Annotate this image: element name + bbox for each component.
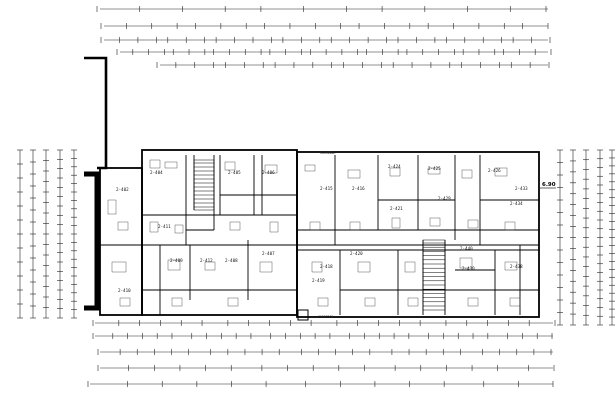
room-label: 2-409 — [170, 258, 183, 263]
fixture — [149, 159, 161, 169]
interior-walls — [100, 150, 539, 315]
fixture — [349, 221, 361, 231]
room-label: 2-438 — [510, 264, 523, 269]
room-labels: 2-402 2-404 2-405 2-406 2-407 2-408 2-409 2-410… — [116, 164, 528, 293]
room-label: 2-420 — [350, 251, 363, 256]
fixture — [429, 217, 441, 227]
room-label: 2-404 — [150, 170, 163, 175]
room-label: 2-424 — [388, 164, 401, 169]
room-label: 2-430 — [462, 266, 475, 271]
staircase-east — [422, 239, 446, 311]
fixture — [459, 257, 473, 269]
fixture — [119, 297, 131, 307]
fixture — [357, 261, 371, 273]
fixture — [304, 164, 316, 172]
left-dimension-lines — [17, 149, 77, 319]
fixture — [389, 167, 401, 177]
room-label: 2-407 — [262, 251, 275, 256]
room-label: 2-408 — [225, 258, 238, 263]
fixture — [317, 297, 329, 307]
fixture — [467, 219, 479, 229]
fixture — [204, 261, 216, 271]
right-dimension-lines — [557, 149, 615, 326]
fixture — [111, 261, 127, 273]
corridor-label-top: CORRIDOR — [320, 151, 335, 155]
fixture — [391, 217, 401, 229]
fixture — [171, 297, 183, 307]
fixture — [427, 167, 441, 175]
fixture — [347, 169, 361, 179]
fixture — [504, 261, 518, 271]
room-label: 2-434 — [510, 201, 523, 206]
fixture — [504, 221, 516, 231]
room-label: 2-402 — [116, 187, 129, 192]
fixture — [311, 261, 323, 273]
staircase-west — [193, 159, 215, 211]
room-label: 2-425 — [428, 166, 441, 171]
top-dimension-lines — [96, 6, 552, 68]
building-outline — [99, 149, 540, 321]
room-label: 2-411 — [158, 224, 171, 229]
room-label: 2-416 — [352, 186, 365, 191]
fixture — [149, 221, 159, 233]
fixture — [509, 297, 521, 307]
room-label: 2-421 — [390, 206, 403, 211]
room-label: 2-412 — [200, 258, 213, 263]
room-label: 2-419 — [312, 278, 325, 283]
fixture — [167, 259, 181, 271]
bottom-dimension-lines — [87, 320, 556, 387]
fixture — [117, 221, 129, 231]
fixture — [404, 261, 416, 273]
fixture — [174, 224, 184, 234]
fixture — [461, 169, 473, 179]
fixture — [364, 297, 376, 307]
fixture — [467, 297, 479, 307]
fixture — [224, 161, 236, 171]
corridor-label-bottom: CORRIDOR — [318, 315, 333, 319]
room-label: 2-433 — [515, 186, 528, 191]
room-label: 2-426 — [488, 168, 501, 173]
fixture — [309, 221, 321, 231]
room-label: 2-406 — [262, 170, 275, 175]
room-label: 2-415 — [320, 186, 333, 191]
fixture — [264, 164, 278, 174]
fixture — [227, 297, 239, 307]
fixture — [164, 161, 178, 169]
room-label: 2-418 — [320, 264, 333, 269]
fixtures — [107, 159, 521, 307]
room-label: 2-440 — [460, 246, 473, 251]
level-mark: 6.90 — [540, 182, 556, 189]
fixture — [229, 221, 241, 231]
fixture — [494, 167, 508, 177]
fixture — [407, 297, 419, 307]
fixture — [107, 199, 117, 215]
room-label: 2-429 — [438, 196, 451, 201]
fixture — [259, 261, 273, 273]
section-bracket — [84, 56, 108, 311]
level-mark-text: 6.90 — [542, 182, 556, 188]
room-label: 2-405 — [228, 170, 241, 175]
fixture — [269, 221, 279, 233]
room-label: 2-410 — [118, 288, 131, 293]
